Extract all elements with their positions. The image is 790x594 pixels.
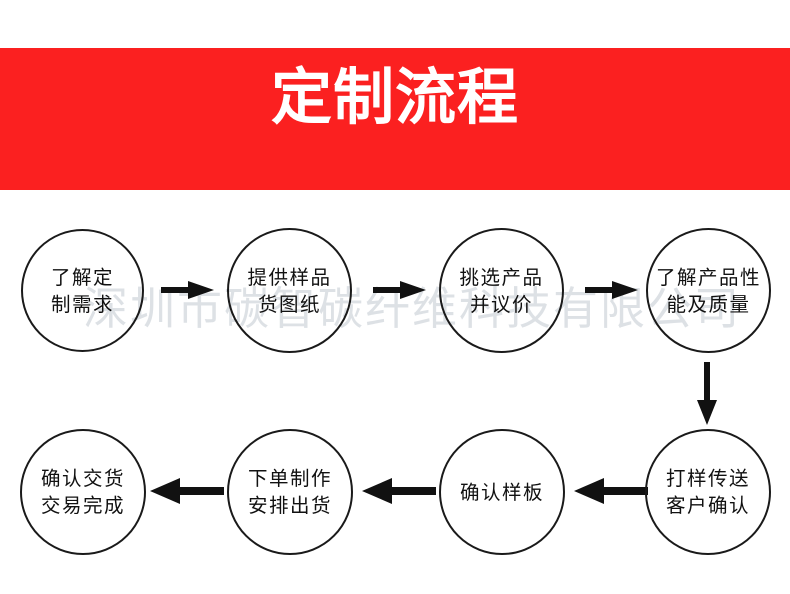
arrow-step5-to-step6 xyxy=(574,478,648,504)
flow-node-label: 打样传送 客户确认 xyxy=(665,467,750,517)
header-banner: 定制流程 xyxy=(0,48,790,209)
flow-node-step-4[interactable]: 了解产品性 能及质量 xyxy=(646,228,771,353)
flow-node-step-1[interactable]: 了解定 制需求 xyxy=(21,229,144,352)
flow-node-step-8[interactable]: 确认交货 交易完成 xyxy=(20,429,146,555)
arrow-step4-to-step5 xyxy=(697,362,717,425)
arrow-step2-to-step3 xyxy=(373,281,426,299)
flow-node-step-2[interactable]: 提供样品 货图纸 xyxy=(227,228,352,353)
title-underline xyxy=(341,202,438,209)
flow-node-label: 下单制作 安排出货 xyxy=(247,467,332,517)
page-title: 定制流程 xyxy=(270,62,519,133)
flow-node-label: 确认样板 xyxy=(459,480,544,504)
flow-node-label: 挑选产品 并议价 xyxy=(459,265,544,316)
flow-node-label: 了解定 制需求 xyxy=(50,265,114,316)
flow-node-step-6[interactable]: 确认样板 xyxy=(439,429,565,555)
flow-node-label: 提供样品 货图纸 xyxy=(247,265,332,316)
arrow-step1-to-step2 xyxy=(161,281,214,299)
flow-node-label: 确认交货 交易完成 xyxy=(40,467,125,517)
arrow-step7-to-step8 xyxy=(150,478,224,504)
process-flow-diagram: 了解定 制需求 提供样品 货图纸 挑选产品 并议价 了解产品性 能及质量 确认交… xyxy=(0,190,790,594)
flow-node-label: 了解产品性 能及质量 xyxy=(655,265,761,316)
flow-node-step-5[interactable]: 打样传送 客户确认 xyxy=(645,429,771,555)
arrow-step6-to-step7 xyxy=(362,478,436,504)
flow-node-step-7[interactable]: 下单制作 安排出货 xyxy=(227,429,353,555)
flow-node-step-3[interactable]: 挑选产品 并议价 xyxy=(439,228,564,353)
arrow-step3-to-step4 xyxy=(585,281,638,299)
